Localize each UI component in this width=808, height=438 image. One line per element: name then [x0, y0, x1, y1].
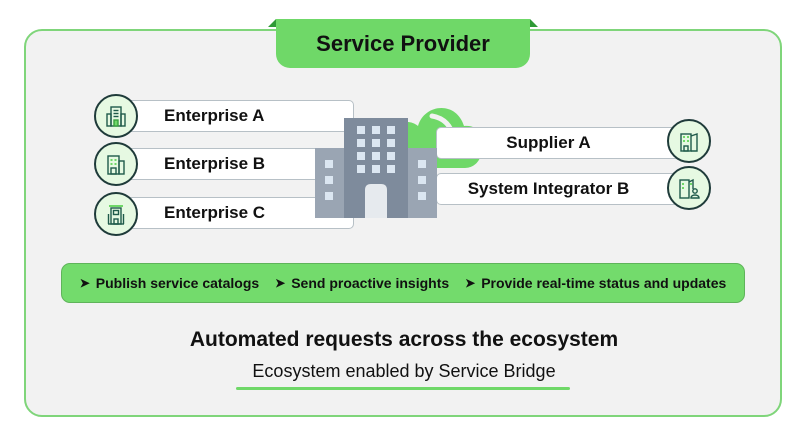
twin-buildings-icon: [680, 133, 698, 152]
enterprise-c-badge: [94, 192, 138, 236]
enterprise-b-label: Enterprise B: [164, 154, 266, 173]
enterprise-c-row: Enterprise C: [113, 197, 354, 229]
supplier-a-row: Supplier A: [436, 127, 691, 159]
enterprise-a-label: Enterprise A: [164, 106, 265, 125]
office-building-icon: [106, 106, 126, 127]
enterprise-b-row: Enterprise B: [113, 148, 354, 180]
system-integrator-b-badge: [667, 166, 711, 210]
system-integrator-b-row: System Integrator B: [436, 173, 691, 205]
capability-label: Send proactive insights: [291, 275, 450, 291]
chevron-right-icon: ➤: [465, 276, 476, 290]
enterprise-c-label: Enterprise C: [164, 203, 266, 222]
subtitle-underline: [236, 387, 570, 390]
enterprise-b-badge: [94, 142, 138, 186]
capability-item: ➤ Send proactive insights: [275, 275, 449, 291]
chevron-right-icon: ➤: [275, 276, 286, 290]
storefront-building-icon: [107, 205, 125, 225]
header-title: Service Provider: [316, 30, 490, 56]
capability-item: ➤ Publish service catalogs: [80, 275, 259, 291]
headquarters-building-icon: [315, 118, 437, 218]
system-integrator-b-label: System Integrator B: [467, 179, 630, 198]
service-provider-header: Service Provider: [276, 19, 530, 68]
enterprise-a-badge: [94, 94, 138, 138]
footer-subtitle: Ecosystem enabled by Service Bridge: [252, 361, 556, 381]
capability-label: Publish service catalogs: [95, 275, 260, 291]
capability-label: Provide real-time status and updates: [481, 275, 727, 291]
supplier-a-badge: [667, 119, 711, 163]
capabilities-bar: ➤ Publish service catalogs ➤ Send proact…: [61, 263, 745, 303]
tab-fold-left: [268, 19, 276, 27]
supplier-a-label: Supplier A: [506, 133, 591, 152]
footer-headline: Automated requests across the ecosystem: [189, 328, 619, 351]
building-with-person-icon: [679, 178, 700, 199]
buildings-icon: [107, 155, 125, 175]
tab-fold-right: [530, 19, 538, 27]
capability-item: ➤ Provide real-time status and updates: [465, 275, 726, 291]
chevron-right-icon: ➤: [79, 276, 90, 290]
